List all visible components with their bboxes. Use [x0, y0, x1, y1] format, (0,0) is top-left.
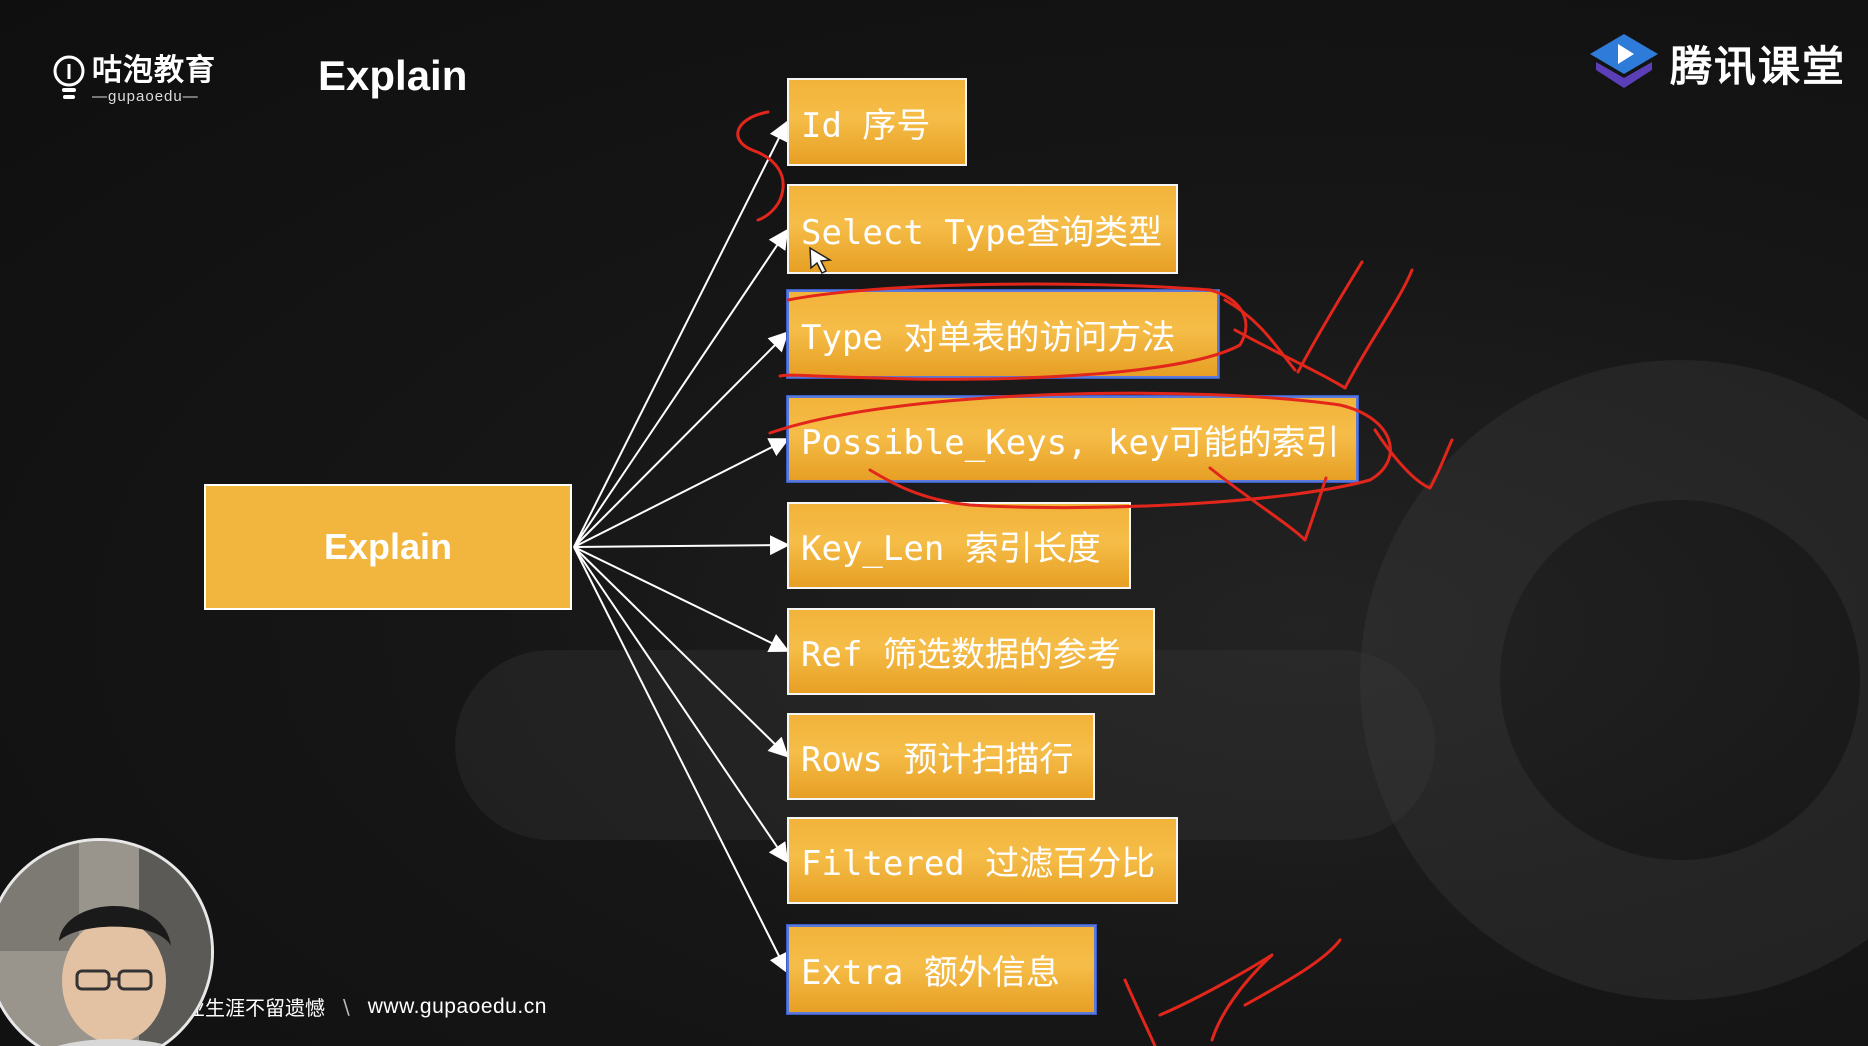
pen-stroke-type-tick-b: [1296, 260, 1364, 374]
platform-name: 腾讯课堂: [1670, 41, 1847, 91]
brand-name-cn: 咕泡教育: [92, 53, 216, 88]
node-filtered: Filtered 过滤百分比: [787, 817, 1178, 904]
arrow-to-possible-keys: [573, 438, 790, 548]
tencent-classroom-icon: [1590, 34, 1658, 88]
arrow-to-ref: [573, 546, 790, 653]
node-ref: Ref 筛选数据的参考: [787, 608, 1155, 695]
node-rows: Rows 预计扫描行: [787, 713, 1095, 800]
arrow-to-id: [573, 120, 788, 548]
footer-slogan: 业生涯不留遗憾: [185, 996, 325, 1020]
arrow-to-select-type: [573, 228, 789, 548]
node-id: Id 序号: [787, 78, 967, 166]
node-extra: Extra 额外信息: [787, 925, 1096, 1014]
lightbulb-icon: [53, 55, 85, 99]
brand-name-en: —gupaoedu—: [92, 88, 199, 105]
page-title: Explain: [318, 52, 468, 99]
arrow-to-type: [573, 331, 789, 548]
arrow-to-key-len: [573, 535, 790, 556]
pen-stroke-type-tick-a: [1223, 298, 1297, 372]
mouse-cursor-icon: [809, 246, 833, 274]
pen-stroke-extra-c: [1243, 938, 1342, 1007]
node-type: Type 对单表的访问方法: [787, 290, 1219, 378]
pen-stroke-extra-b: [1158, 953, 1274, 1042]
brand-logo: 咕泡教育 —gupaoedu—: [52, 55, 216, 105]
node-select-type: Select Type查询类型: [787, 184, 1178, 274]
platform-logo: 腾讯课堂: [1588, 32, 1846, 94]
explain-root-node: Explain: [204, 484, 572, 610]
footer-bar: 业生涯不留遗憾 \ www.gupaoedu.cn: [185, 992, 547, 1021]
pen-stroke-type-check: [1233, 268, 1414, 390]
footer-url: www.gupaoedu.cn: [367, 994, 547, 1018]
pen-stroke-id-bracket: [736, 110, 785, 222]
node-key-len: Key_Len 索引长度: [787, 502, 1131, 589]
node-possible-keys: Possible_Keys, key可能的索引: [787, 396, 1358, 482]
background-watermark-ring: [1360, 360, 1868, 1000]
footer-separator: \: [343, 994, 350, 1019]
webcam-video: [0, 838, 214, 1046]
pen-stroke-extra-a: [1123, 978, 1157, 1046]
presenter-avatar: [0, 841, 211, 1046]
